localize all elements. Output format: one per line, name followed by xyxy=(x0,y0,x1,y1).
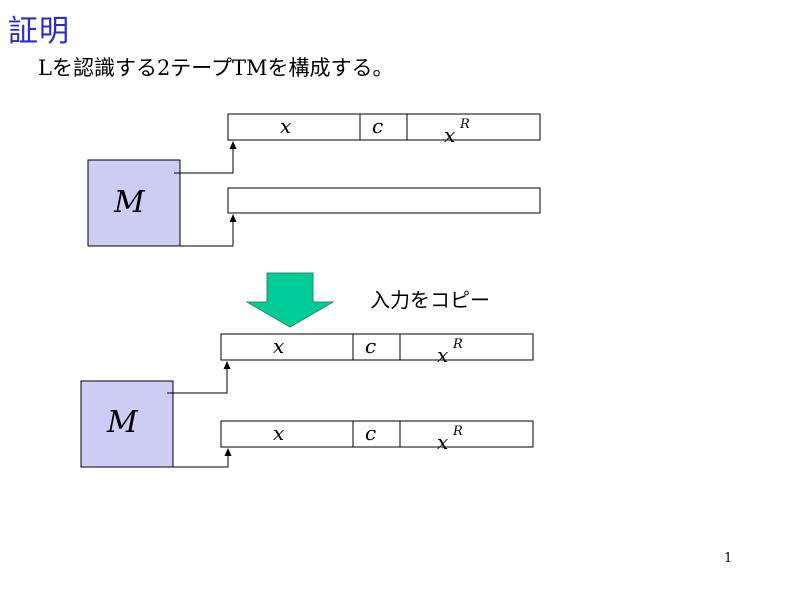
tape-1-after-cell-xr-sup: R xyxy=(452,337,463,352)
head-2-after-line xyxy=(173,456,229,468)
tape-1-after: x c x R xyxy=(220,333,534,367)
before-copy-configuration: M x c x R xyxy=(87,113,541,247)
tape-1-before-cell-c: c xyxy=(372,114,383,138)
tape-1-before-outline xyxy=(227,113,541,141)
copy-input-label: 入力をコピー xyxy=(370,288,490,312)
after-copy-configuration: M x c x R x c x R xyxy=(80,333,534,468)
tape-1-before: x c x R xyxy=(227,113,541,147)
head-2-before-line xyxy=(180,222,234,247)
machine-label-before: M xyxy=(113,185,146,220)
tape-2-before-outline xyxy=(227,187,541,214)
head-2-before-arrow-icon xyxy=(229,214,237,222)
tape-2-after-cell-x: x xyxy=(273,421,284,445)
head-1-before-line xyxy=(174,148,234,174)
slide-title: 証明 xyxy=(8,14,70,49)
head-2-after-arrow-icon xyxy=(224,448,232,456)
head-1-after-arrow-icon xyxy=(223,361,231,369)
down-arrow-icon xyxy=(245,272,335,328)
tape-2-after-cell-c: c xyxy=(365,421,376,445)
slide-subtitle: Lを認識する2テープTMを構成する。 xyxy=(38,56,394,80)
head-1-after-line xyxy=(167,368,228,394)
tape-2-before xyxy=(227,187,541,214)
tape-1-after-outline xyxy=(220,333,534,361)
tape-1-after-cell-c: c xyxy=(365,334,376,358)
tape-2-after: x c x R xyxy=(220,420,534,454)
page-number: 1 xyxy=(724,551,733,566)
tape-1-after-cell-xr-base: x xyxy=(437,343,448,367)
tape-2-after-cell-xr-sup: R xyxy=(452,424,463,439)
head-1-before-arrow-icon xyxy=(229,141,237,149)
machine-box-after xyxy=(80,380,174,468)
machine-box-before xyxy=(87,159,181,247)
tape-1-after-cell-x: x xyxy=(273,334,284,358)
tape-1-before-cell-x: x xyxy=(280,114,291,138)
tape-2-after-outline xyxy=(220,420,534,448)
tape-2-after-cell-xr-base: x xyxy=(437,430,448,454)
tape-1-before-cell-xr-base: x xyxy=(444,123,455,147)
machine-label-after: M xyxy=(106,405,139,440)
tape-1-before-cell-xr-sup: R xyxy=(459,117,470,132)
